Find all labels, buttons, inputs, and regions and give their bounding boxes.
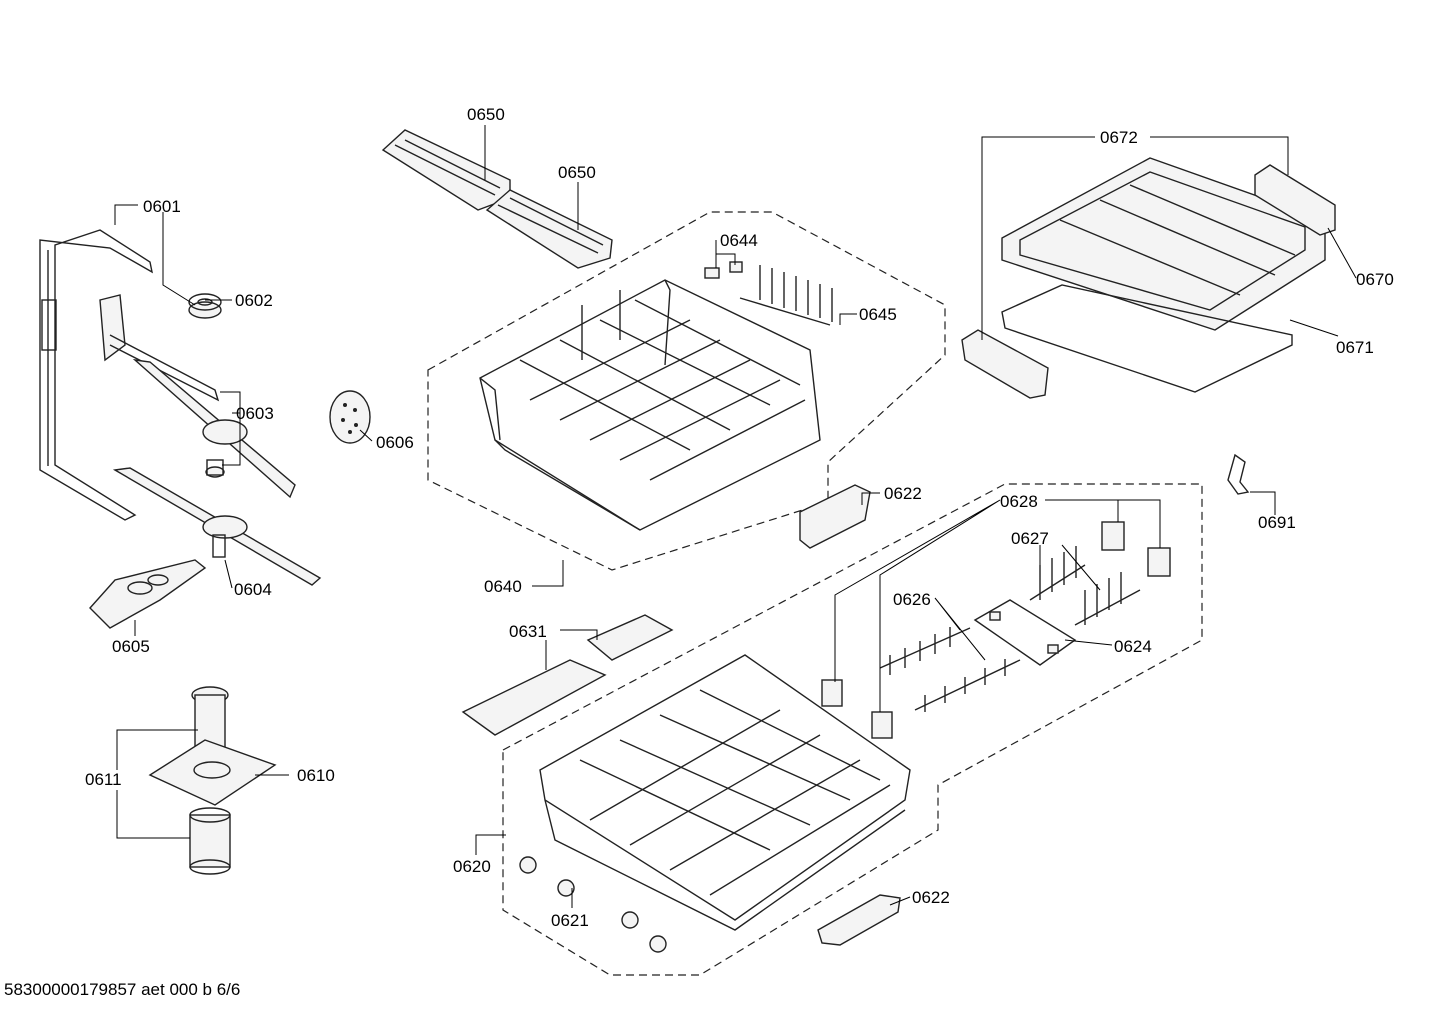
label-0601: 0601 <box>143 197 181 216</box>
part-0650-cup-rack-b <box>485 189 613 269</box>
label-0606: 0606 <box>376 433 414 452</box>
label-0644: 0644 <box>720 231 758 250</box>
part-0691-hook <box>1227 453 1250 495</box>
upper-basket-group-outline <box>427 211 946 571</box>
lower-basket-group-outline <box>502 483 1203 976</box>
label-0622-upper: 0622 <box>884 484 922 503</box>
part-0622-handle-lower <box>817 894 901 946</box>
part-0622-handle-upper <box>799 484 871 549</box>
document-id-footer: 58300000179857 aet 000 b 6/6 <box>4 980 241 999</box>
label-0626: 0626 <box>893 590 931 609</box>
label-0628: 0628 <box>1000 492 1038 511</box>
label-0602: 0602 <box>235 291 273 310</box>
part-0620-lower-basket <box>539 654 911 931</box>
part-0626-spike-rack <box>879 627 1021 712</box>
label-0670: 0670 <box>1356 270 1394 289</box>
label-0610: 0610 <box>297 766 335 785</box>
label-0605: 0605 <box>112 637 150 656</box>
part-0606-spray-head <box>329 390 371 444</box>
part-0670-cutlery-tray <box>1001 157 1326 331</box>
label-0603: 0603 <box>236 404 274 423</box>
label-0640: 0640 <box>484 577 522 596</box>
part-0672-side-clip-left <box>961 329 1049 399</box>
part-0610-filter-assembly <box>148 686 277 875</box>
part-0602-nut <box>188 293 222 319</box>
part-0621-wheels <box>519 856 667 953</box>
label-0691: 0691 <box>1258 513 1296 532</box>
part-0624-small-clips <box>973 599 1077 666</box>
part-0604-lower-spray-arm <box>112 467 322 586</box>
label-0650-b: 0650 <box>558 163 596 182</box>
part-0605-filter-plate <box>89 559 207 629</box>
part-0645-folding-spikes <box>739 265 833 326</box>
label-0620: 0620 <box>453 857 491 876</box>
part-0672-side-clip-right <box>1254 164 1336 236</box>
part-0671-tray-rail <box>1001 284 1293 393</box>
part-0644-clips <box>704 261 743 279</box>
label-0631: 0631 <box>509 622 547 641</box>
part-0640-upper-basket <box>479 279 821 531</box>
label-0672: 0672 <box>1100 128 1138 147</box>
part-0627-folding-rack <box>1029 546 1141 626</box>
label-0627: 0627 <box>1011 529 1049 548</box>
part-0650-cup-rack-a <box>381 129 511 211</box>
part-0603-upper-spray-arm <box>99 294 296 499</box>
label-0624: 0624 <box>1114 637 1152 656</box>
leader-lines <box>114 125 1357 908</box>
part-0628-brackets <box>821 521 1171 739</box>
label-0645: 0645 <box>859 305 897 324</box>
label-0621: 0621 <box>551 911 589 930</box>
label-0611: 0611 <box>85 770 122 789</box>
part-0601-supply-pipe <box>39 229 153 521</box>
label-0650-a: 0650 <box>467 105 505 124</box>
label-0604: 0604 <box>234 580 272 599</box>
part-0631-cup-rack <box>461 614 674 736</box>
label-0671: 0671 <box>1336 338 1374 357</box>
label-0622-lower: 0622 <box>912 888 950 907</box>
